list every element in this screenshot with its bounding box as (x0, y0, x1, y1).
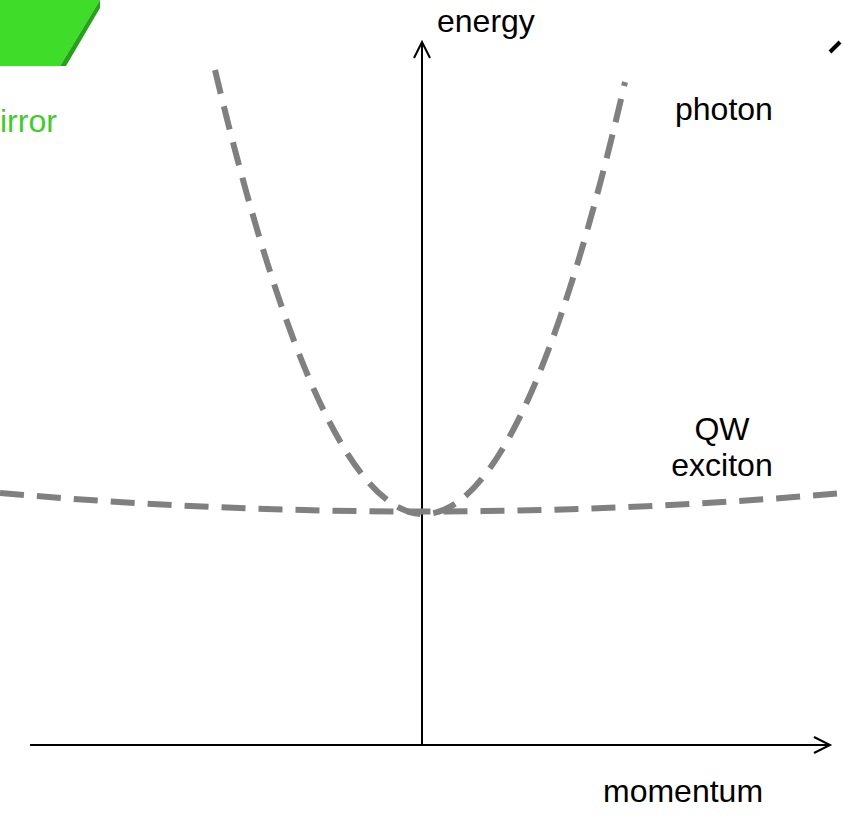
photon-dispersion (215, 70, 625, 514)
axis-arrowhead (414, 42, 430, 58)
energy-axis (421, 44, 423, 745)
axis-label: energy (437, 4, 535, 40)
axis-arrowhead (814, 737, 830, 753)
corner-mark (830, 42, 840, 52)
axis-label: momentum (603, 774, 763, 810)
curve-label: photon (675, 92, 773, 128)
mirror-edge (60, 0, 100, 66)
momentum-axis (30, 744, 828, 746)
mirror-label: irror (0, 104, 57, 140)
curve-label: QW exciton (647, 412, 797, 484)
exciton-dispersion (0, 493, 843, 512)
mirror-block (0, 0, 100, 66)
